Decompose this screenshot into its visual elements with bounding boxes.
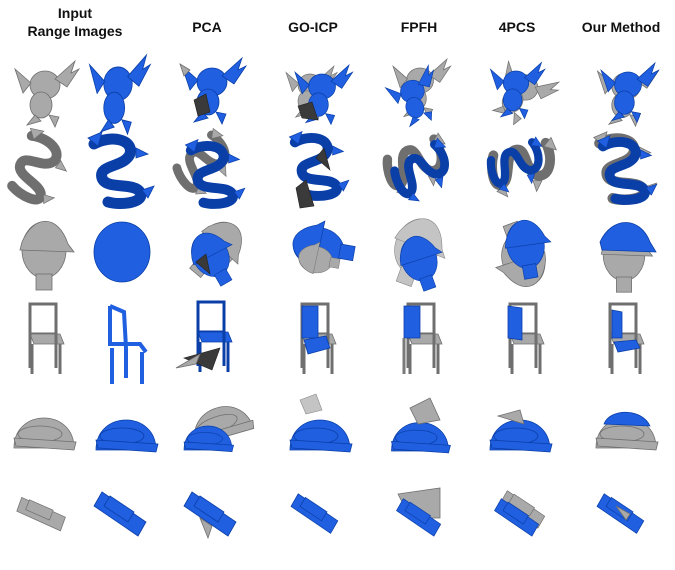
header-4pcs: 4PCS [498, 19, 536, 35]
header-input-line2: Range Images [27, 23, 123, 39]
row-4-input-model [28, 302, 66, 376]
row-2-4pcs [487, 136, 556, 197]
row-3-input-model [19, 220, 75, 291]
header-fpfh: FPFH [400, 19, 438, 35]
row-2-go-icp [289, 132, 348, 209]
row-5-fpfh [391, 397, 451, 454]
row-1-input-scan [88, 54, 151, 135]
row-5-4pcs [489, 409, 553, 453]
row-2-fpfh [383, 132, 460, 206]
row-3-go-icp [288, 215, 360, 279]
row-6-pca [183, 491, 237, 540]
row-4-our-method [608, 302, 646, 376]
row-1-input-model [14, 60, 80, 128]
row-2-input-scan [88, 132, 154, 204]
row-1-our-method [597, 62, 660, 127]
row-3-fpfh [380, 210, 456, 297]
row-6-4pcs [494, 490, 546, 537]
row-2-pca [168, 126, 245, 204]
row-6-our-method [596, 493, 645, 534]
header-input-line1: Input [57, 5, 93, 21]
row-6-go-icp [290, 493, 339, 534]
row-5-our-method [595, 411, 659, 451]
row-6-input-model [14, 490, 69, 539]
row-5-input-scan [95, 419, 159, 453]
results-figure [0, 54, 675, 540]
row-3-input-scan [93, 221, 151, 283]
row-1-pca [179, 57, 247, 125]
row-4-go-icp [300, 302, 338, 376]
header-go-icp: GO-ICP [288, 19, 338, 35]
row-4-input-scan [108, 304, 148, 384]
row-6-input-scan [93, 491, 147, 537]
row-1-fpfh [382, 58, 452, 132]
row-3-4pcs [483, 215, 557, 296]
row-4-fpfh [402, 302, 444, 376]
row-6-fpfh [396, 487, 442, 537]
row-5-input-model [13, 417, 77, 451]
header-pca: PCA [192, 19, 222, 35]
header-input: Input Range Images [0, 4, 150, 40]
row-3-our-method [599, 222, 657, 293]
row-5-go-icp [289, 393, 353, 453]
row-1-go-icp [285, 64, 354, 125]
row-5-pca [183, 397, 257, 453]
row-1-4pcs [481, 54, 563, 136]
row-3-pca [178, 211, 257, 293]
row-2-input-model [0, 124, 82, 211]
row-4-pca [175, 300, 234, 374]
row-2-our-method [594, 132, 657, 200]
row-4-4pcs [507, 302, 546, 376]
header-our-method: Our Method [581, 19, 661, 35]
